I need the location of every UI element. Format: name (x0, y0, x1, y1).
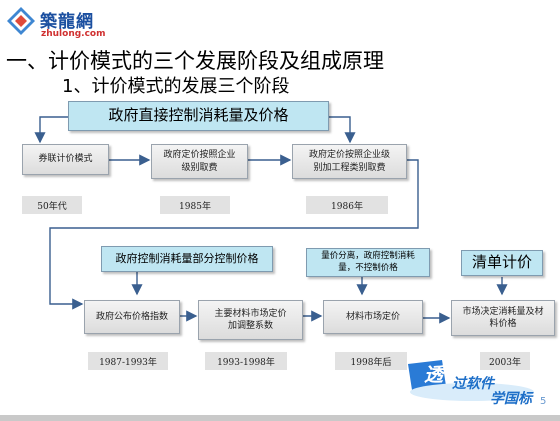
box-market-decides: 市场决定消耗量及材 料价格 (451, 300, 555, 336)
stage-label-government-control: 政府直接控制消耗量及价格 (68, 101, 329, 131)
year-1985: 1985年 (160, 196, 230, 214)
box-enterprise-grade-fee: 政府定价按照企业 级别取费 (151, 144, 248, 179)
logo-title: 築龍網 (40, 12, 94, 32)
watermark-badge-icon (408, 360, 534, 401)
year-1993-1998: 1993-1998年 (205, 352, 287, 370)
year-1998-after: 1998年后 (335, 352, 407, 370)
connector-label-to-box1 (34, 116, 68, 144)
year-1986: 1986年 (306, 196, 388, 214)
box-main-material-market: 主要材料市场定价 加调整系数 (198, 300, 303, 340)
header-bar (0, 0, 560, 46)
watermark-char: 透 (424, 364, 444, 386)
note-quantity-price-separation: 量价分离，政府控制消耗 量，不控制价格 (306, 248, 430, 277)
watermark-text-2: 学国标 (490, 391, 532, 407)
year-2003: 2003年 (480, 352, 530, 370)
slide-subtitle: 1、计价模式的发展三个阶段 (62, 76, 290, 97)
logo-icon (7, 7, 35, 35)
watermark-text-1: 过软件 (452, 376, 494, 392)
connector-wrap (49, 159, 419, 310)
year-1987-1993: 1987-1993年 (88, 352, 168, 370)
box-voucher-pricing: 券联计价模式 (22, 144, 109, 175)
logo-url: zhulong.com (41, 29, 106, 39)
stage-label-partial-control: 政府控制消耗量部分控制价格 (101, 246, 273, 272)
box-enterprise-project-fee: 政府定价按照企业级 别加工程类别取费 (292, 144, 407, 179)
box-material-market: 材料市场定价 (323, 300, 423, 334)
slide-title: 一、计价模式的三个发展阶段及组成原理 (6, 49, 384, 73)
page-number: 5 (540, 396, 547, 407)
year-50s: 50年代 (22, 196, 82, 214)
connector-label-to-box3 (329, 116, 356, 144)
box-price-index: 政府公布价格指数 (84, 300, 180, 334)
stage-label-bill-pricing: 清单计价 (461, 250, 543, 276)
footer-bar (0, 415, 560, 421)
